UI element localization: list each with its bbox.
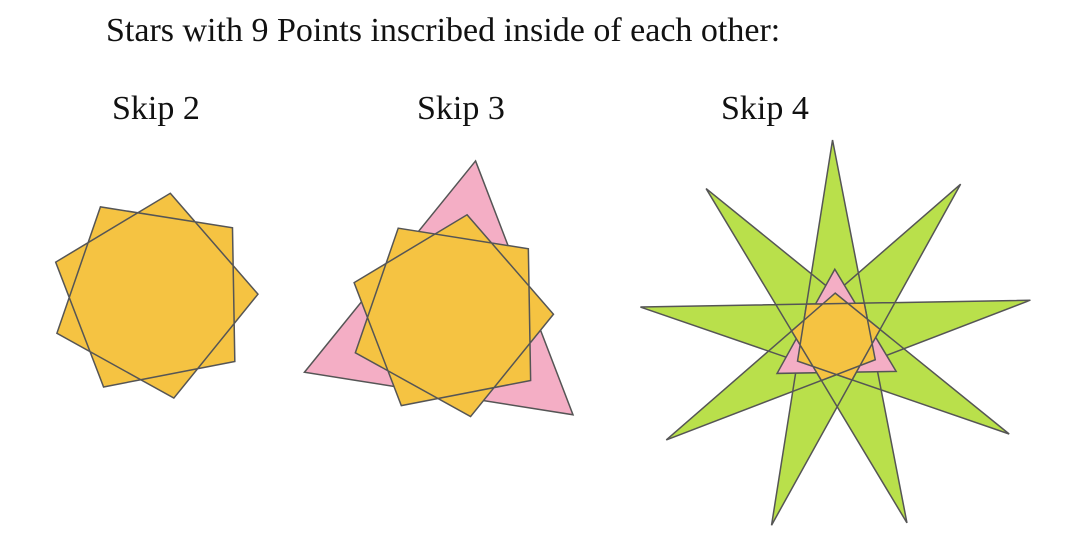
star-polygon-skip-2 [790, 292, 882, 382]
star-label-skip-3: Skip 3 [417, 90, 505, 127]
star-skip-4 [640, 139, 1031, 526]
star-skip-2 [54, 192, 259, 400]
star-skip-3 [303, 159, 575, 418]
star-polygon-skip-2 [353, 213, 555, 418]
star-label-skip-4: Skip 4 [721, 90, 809, 127]
star-label-skip-2: Skip 2 [112, 90, 200, 127]
page-title: Stars with 9 Points inscribed inside of … [106, 12, 781, 49]
star-polygon-skip-2 [54, 192, 259, 400]
